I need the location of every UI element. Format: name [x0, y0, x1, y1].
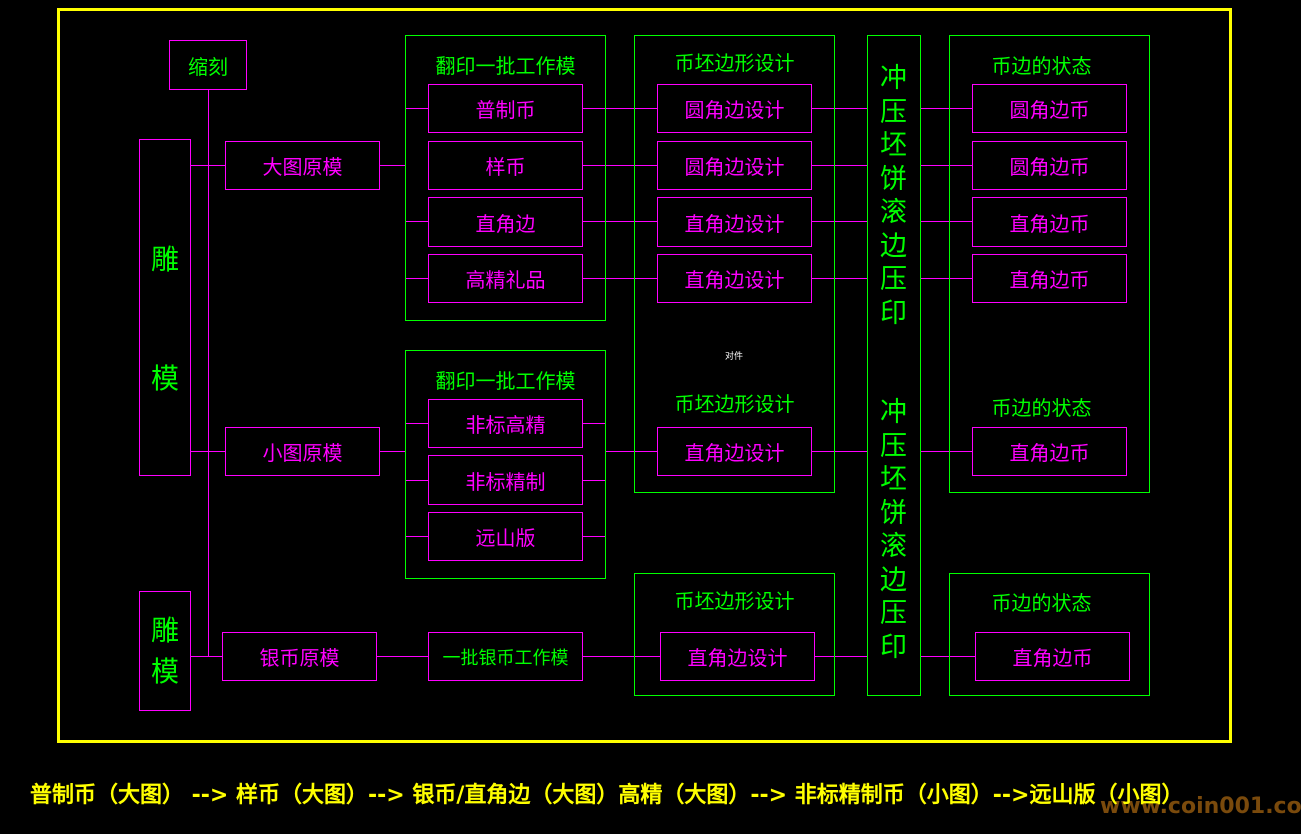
blank-design-group-3: [634, 573, 835, 696]
work-mold-group-2: [405, 350, 606, 579]
blank-design-item: 圆角边设计: [657, 141, 812, 190]
connector: [582, 108, 657, 109]
connector: [208, 89, 209, 656]
silver-master-box: 银币原模: [222, 632, 377, 681]
connector: [405, 221, 428, 222]
diagram-frame: [57, 8, 1232, 743]
edge-state-item: 圆角边币: [972, 84, 1127, 133]
connector: [920, 278, 972, 279]
connector: [190, 165, 225, 166]
edge-state-item: 直角边币: [972, 254, 1127, 303]
edge-state-item: 直角边币: [972, 197, 1127, 247]
carve-mold-char-bottom: 模: [150, 362, 179, 395]
large-master-box: 大图原模: [225, 141, 380, 190]
center-mark: 对件: [725, 352, 744, 362]
blank-design-item: 圆角边设计: [657, 84, 812, 133]
blank-design-group-1: [634, 35, 835, 493]
connector: [811, 451, 867, 452]
connector: [405, 423, 428, 424]
connector: [405, 536, 428, 537]
connector: [582, 423, 605, 424]
connector: [920, 451, 972, 452]
connector: [811, 278, 867, 279]
connector: [405, 108, 428, 109]
blank-design-item: 直角边设计: [657, 197, 812, 247]
blank-design-title-2: 币坯边形设计: [674, 392, 795, 416]
blank-design-title-3: 币坯边形设计: [674, 589, 795, 613]
connector: [379, 451, 405, 452]
process-caption: 普制币（大图） --> 样币（大图）--> 银币/直角边（大图）高精（大图）--…: [30, 783, 1184, 808]
carve-mold-box-2: [139, 591, 191, 711]
connector: [376, 656, 428, 657]
connector: [582, 165, 657, 166]
connector: [190, 656, 222, 657]
connector: [582, 480, 605, 481]
work-mold-item: 普制币: [428, 84, 583, 133]
work-mold-item: 远山版: [428, 512, 583, 561]
edge-state-title-3: 币边的状态: [991, 591, 1092, 615]
connector: [582, 221, 657, 222]
work-mold-item: 高精礼品: [428, 254, 583, 303]
connector: [582, 278, 657, 279]
stamp-process-label-1: 冲压坯饼滚边压印: [880, 63, 907, 329]
edge-state-item: 直角边币: [972, 427, 1127, 476]
edge-state-title-1: 币边的状态: [991, 54, 1092, 78]
connector: [811, 221, 867, 222]
work-mold-item: 非标高精: [428, 399, 583, 448]
silver-work-mold-box: 一批银币工作模: [428, 632, 583, 681]
stamp-process-box: [867, 35, 921, 696]
work-mold-item: 非标精制: [428, 455, 583, 505]
carve-mold-box: [139, 139, 191, 476]
connector: [405, 480, 428, 481]
connector: [920, 165, 972, 166]
work-mold-item: 直角边: [428, 197, 583, 247]
connector: [190, 451, 225, 452]
connector: [814, 656, 867, 657]
edge-state-group-1: [949, 35, 1150, 493]
connector: [920, 221, 972, 222]
blank-design-title-1: 币坯边形设计: [674, 51, 795, 75]
connector: [582, 656, 660, 657]
connector: [582, 536, 605, 537]
blank-design-item: 直角边设计: [660, 632, 815, 681]
connector: [920, 108, 972, 109]
work-mold-item: 样币: [428, 141, 583, 190]
small-master-box: 小图原模: [225, 427, 380, 476]
watermark: www.coin001.com: [1100, 794, 1301, 819]
connector: [379, 165, 405, 166]
work-mold-group-1: [405, 35, 606, 321]
edge-state-item: 圆角边币: [972, 141, 1127, 190]
stamp-process-label-2: 冲压坯饼滚边压印: [880, 397, 907, 663]
connector: [605, 451, 657, 452]
work-mold-title-2: 翻印一批工作模: [435, 369, 576, 393]
connector: [405, 278, 428, 279]
edge-state-group-3: [949, 573, 1150, 696]
connector: [811, 165, 867, 166]
edge-state-title-2: 币边的状态: [991, 396, 1092, 420]
blank-design-item: 直角边设计: [657, 254, 812, 303]
connector: [920, 656, 975, 657]
work-mold-title-1: 翻印一批工作模: [435, 54, 576, 78]
carve-mold-char-top: 雕: [150, 243, 179, 276]
blank-design-item: 直角边设计: [657, 427, 812, 476]
connector: [811, 108, 867, 109]
engrave-box: 缩刻: [169, 40, 247, 90]
carve-mold-2-label: 雕模: [150, 614, 179, 688]
edge-state-item: 直角边币: [975, 632, 1130, 681]
